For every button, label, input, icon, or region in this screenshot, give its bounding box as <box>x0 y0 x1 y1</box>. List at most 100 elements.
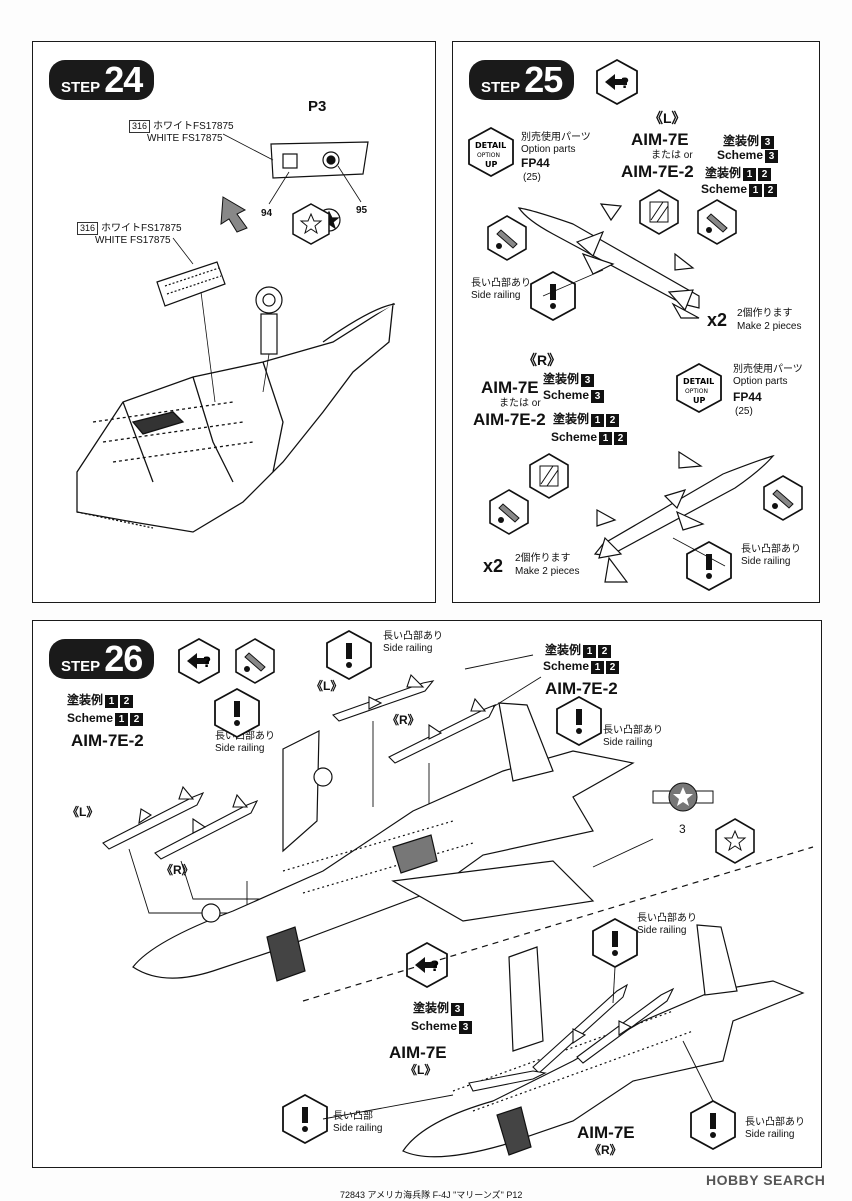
svg-text:DETAIL: DETAIL <box>475 141 506 150</box>
attention-icon <box>690 1099 736 1151</box>
missile-name-a: AIM-7E <box>481 378 539 397</box>
missile-name: AIM-7E-2 <box>71 731 144 750</box>
attention-icon <box>326 629 372 681</box>
fuselage-nose <box>76 302 396 533</box>
rail-jp: 長い凸部あり <box>471 278 531 289</box>
attention-icon <box>592 917 638 969</box>
step-word: STEP <box>61 79 101 96</box>
paint-en: WHITE FS17875 <box>95 235 171 246</box>
missile-name-a: AIM-7E <box>631 130 689 149</box>
detail-up-icon: DETAIL OPTION UP <box>468 126 514 178</box>
svg-text:UP: UP <box>485 160 497 169</box>
decal-stripe-icon <box>639 189 679 235</box>
option-en: Option parts <box>733 376 788 387</box>
attention-icon <box>686 540 732 592</box>
step-24-badge: STEP 24 <box>49 59 155 100</box>
option-code: FP44 <box>521 156 550 170</box>
paint-icon <box>763 475 803 521</box>
multiplier: x2 <box>483 556 504 576</box>
make-jp: 2個作ります <box>515 553 571 564</box>
step-25-badge: STEP 25 <box>469 59 575 100</box>
right-tag: 《R》 <box>161 863 194 877</box>
step-word: STEP <box>481 79 521 96</box>
aircraft-upper <box>132 702 635 982</box>
make-en: Make 2 pieces <box>515 566 580 577</box>
step-24-illustration <box>76 133 396 533</box>
rail-jp: 長い凸部あり <box>637 913 697 924</box>
rail-jp-short: 長い凸部 <box>333 1111 373 1122</box>
left-tag: 《L》 <box>649 110 686 126</box>
svg-text:OPTION: OPTION <box>477 152 500 159</box>
attention-icon <box>282 1093 328 1145</box>
radar-hood-part <box>156 261 226 307</box>
missile-name-b: AIM-7E-2 <box>621 162 694 181</box>
step-number: 25 <box>524 59 563 100</box>
step-25-illustration: ? DETAIL OPTION UP DETAIL OPTION UP <box>468 58 803 592</box>
option-code: FP44 <box>733 390 762 404</box>
attention-icon <box>556 695 602 747</box>
paint-en: WHITE FS17875 <box>147 133 223 144</box>
ejection-seat <box>255 286 283 355</box>
insignia-icon <box>652 782 714 812</box>
paint-icon <box>489 489 529 535</box>
missile-name-e: AIM-7E <box>577 1123 635 1142</box>
step-26-illustration: ? ? <box>102 629 814 1158</box>
svg-text:OPTION: OPTION <box>685 388 708 395</box>
paint-icon <box>487 215 527 261</box>
rail-en: Side railing <box>637 925 687 936</box>
or-text: または or <box>499 398 541 409</box>
arrow-icon <box>220 196 248 233</box>
missile-name: AIM-7E-2 <box>545 679 618 698</box>
missile <box>102 785 205 850</box>
left-tag: 《L》 <box>405 1063 437 1077</box>
detail-up-icon: DETAIL OPTION UP <box>676 362 722 414</box>
paint-jp: ホワイトFS17875 <box>101 223 182 234</box>
missile <box>331 673 435 722</box>
rail-en: Side railing <box>333 1123 383 1134</box>
rail-en: Side railing <box>603 737 653 748</box>
or-text: または or <box>651 150 693 161</box>
step-word: STEP <box>61 658 101 675</box>
step-number: 24 <box>104 59 143 100</box>
reverse-side-icon: ? <box>596 58 638 106</box>
svg-text:?: ? <box>621 76 629 92</box>
svg-text:?: ? <box>431 959 439 975</box>
rail-en: Side railing <box>741 556 791 567</box>
option-jp: 別売使用パーツ <box>733 364 803 375</box>
left-tag: 《L》 <box>311 679 343 693</box>
option-jp: 別売使用パーツ <box>521 132 591 143</box>
attention-icon <box>530 270 576 322</box>
missile <box>576 987 675 1064</box>
missile <box>388 697 497 764</box>
decal-icon <box>292 203 330 245</box>
option-en: Option parts <box>521 144 576 155</box>
rail-en: Side railing <box>745 1129 795 1140</box>
reverse-side-icon: ? <box>406 941 448 989</box>
aircraft-lower <box>402 924 805 1158</box>
rail-jp: 長い凸部あり <box>745 1117 805 1128</box>
part-label: P3 <box>308 98 327 115</box>
missile-upper <box>517 203 700 319</box>
rail-jp: 長い凸部あり <box>741 544 801 555</box>
page-footer: 72843 アメリカ海兵隊 F-4J "マリーンズ" P12 <box>340 1190 523 1200</box>
scheme-divider <box>302 846 814 1002</box>
step-number: 26 <box>104 638 143 679</box>
paint-icon <box>697 199 737 245</box>
svg-text:?: ? <box>203 655 211 671</box>
missile-name-e: AIM-7E <box>389 1043 447 1062</box>
decal-stripe-icon <box>529 453 569 499</box>
rail-en: Side railing <box>383 643 433 654</box>
rail-jp: 長い凸部あり <box>215 731 275 742</box>
